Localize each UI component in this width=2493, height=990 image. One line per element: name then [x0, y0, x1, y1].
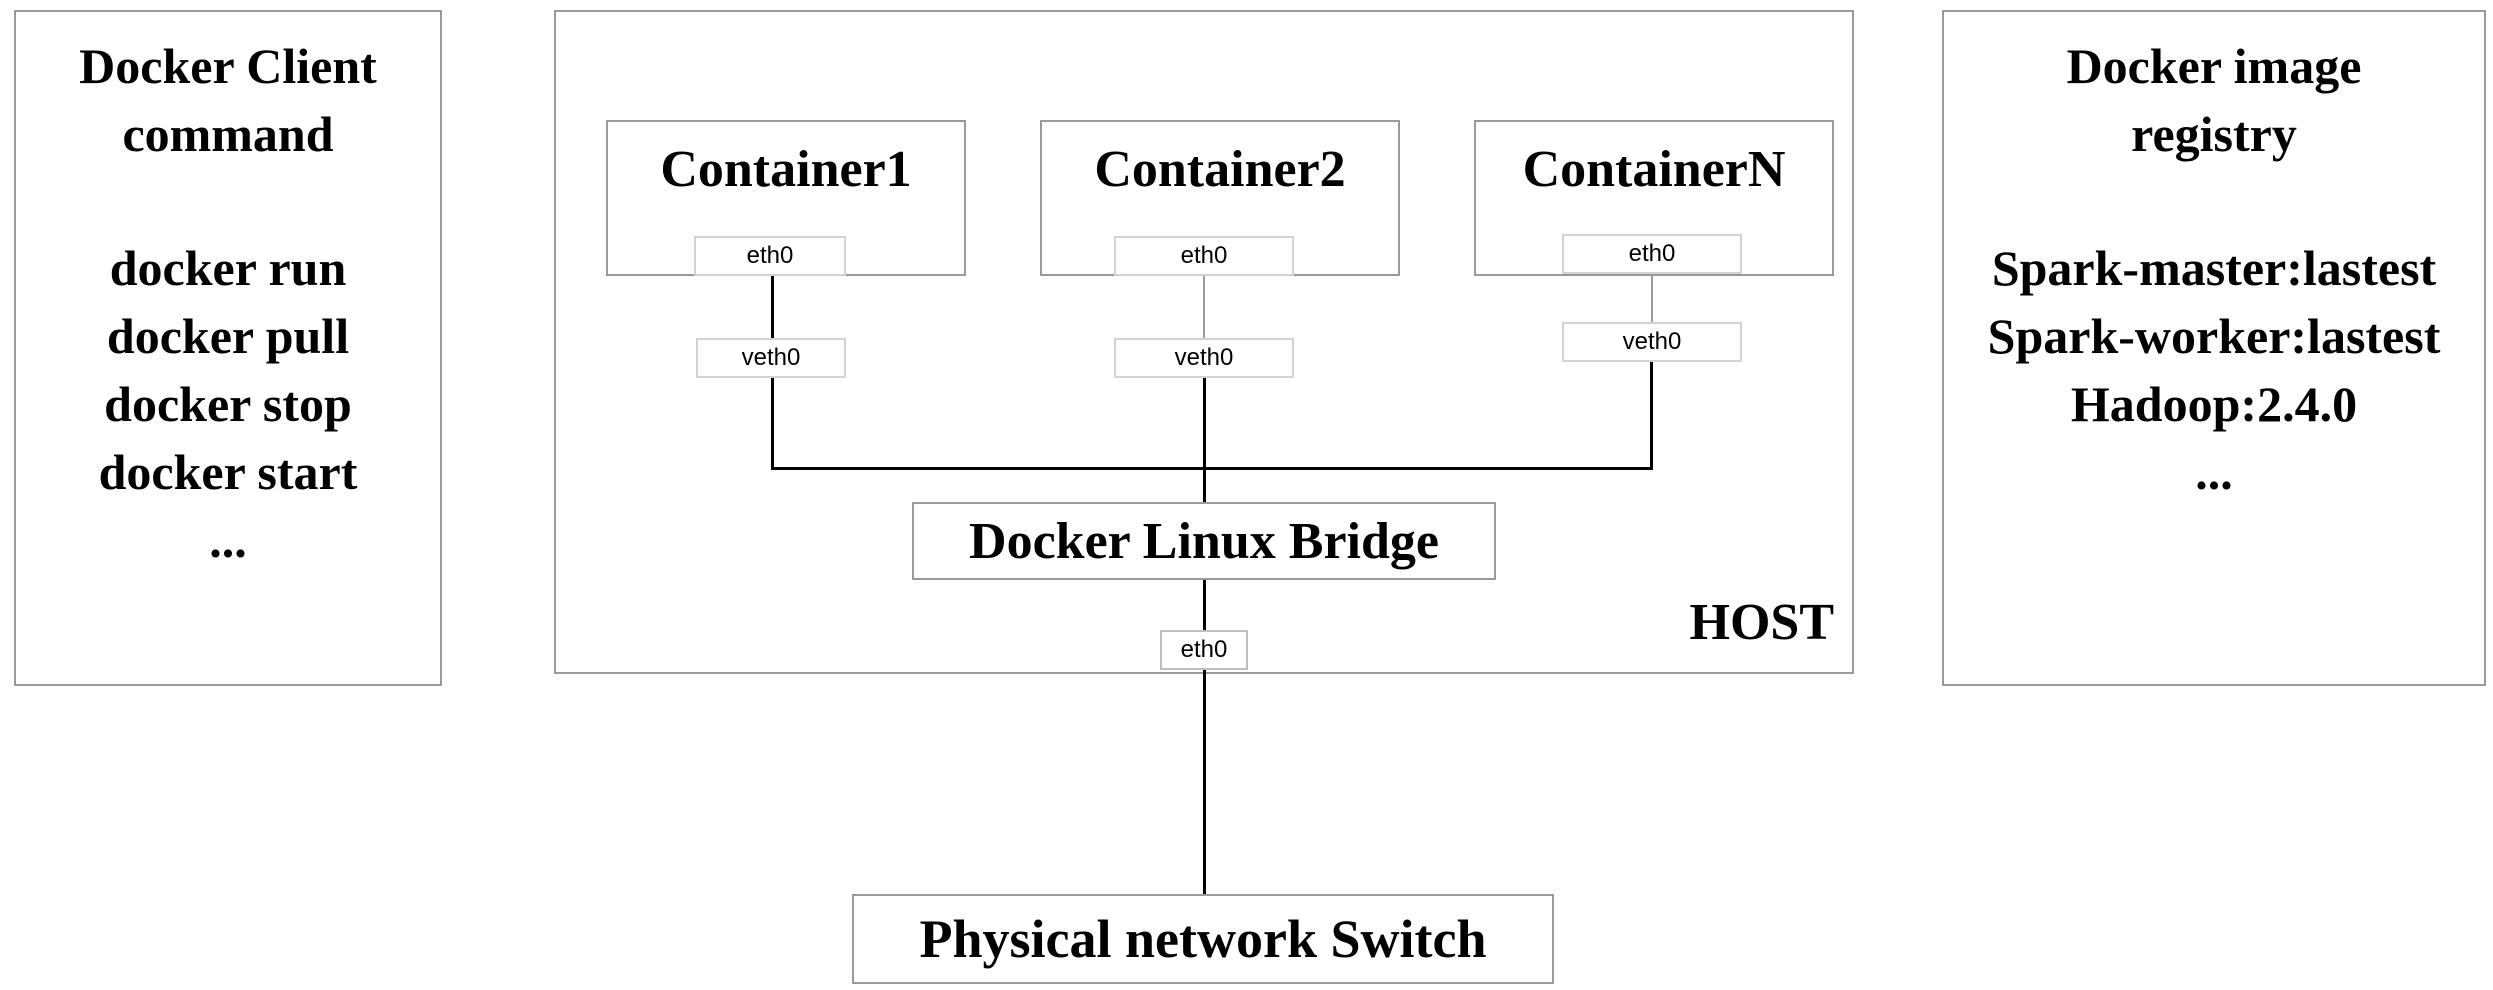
physical-network-switch: Physical network Switch: [852, 894, 1554, 984]
docker-client-title-line1: Docker Client: [79, 38, 377, 94]
container-name: ContainerN: [1522, 141, 1786, 198]
docker-client-title-line2: command: [122, 106, 334, 162]
host-label: HOST: [1689, 594, 1835, 651]
host-eth0-interface: eth0: [1160, 630, 1248, 670]
bridge-label: Docker Linux Bridge: [969, 512, 1439, 570]
container2-link-upper: [1203, 276, 1205, 344]
image-item: Hadoop:2.4.0: [2070, 376, 2358, 432]
container-eth0-interface: eth0: [1114, 236, 1294, 276]
command-item: ...: [209, 512, 247, 568]
command-item: docker run: [109, 240, 347, 296]
container2-link-lower: [1203, 378, 1206, 502]
docker-linux-bridge: Docker Linux Bridge: [912, 502, 1496, 580]
veth0-interface: veth0: [1114, 338, 1294, 378]
image-item: Spark-worker:lastest: [1987, 308, 2441, 364]
command-item: docker stop: [104, 376, 352, 432]
image-item: Spark-master:lastest: [1991, 240, 2437, 296]
veth0-interface: veth0: [696, 338, 846, 378]
bridge-to-host-eth: [1203, 578, 1206, 630]
registry-title-line2: registry: [2131, 106, 2297, 162]
docker-image-registry-panel: Docker image registry Spark-master:laste…: [1942, 10, 2486, 686]
registry-title: Docker image registry: [1944, 32, 2484, 168]
container-name: Container2: [1094, 141, 1346, 198]
container-box: Container1: [606, 120, 966, 276]
veth0-interface: veth0: [1562, 322, 1742, 362]
registry-title-line1: Docker image: [2066, 38, 2362, 94]
host-to-switch-link: [1203, 670, 1206, 896]
containern-link-upper: [1651, 274, 1653, 322]
switch-label: Physical network Switch: [919, 909, 1487, 969]
command-item: docker pull: [106, 308, 350, 364]
container-name: Container1: [660, 141, 912, 198]
containern-link-lower: [1650, 362, 1653, 469]
container-eth0-interface: eth0: [694, 236, 846, 276]
docker-command-list: docker run docker pull docker stop docke…: [16, 234, 440, 574]
registry-image-list: Spark-master:lastest Spark-worker:lastes…: [1944, 234, 2484, 506]
command-item: docker start: [98, 444, 358, 500]
container-eth0-interface: eth0: [1562, 234, 1742, 274]
bridge-bus: [771, 467, 1653, 470]
image-item: ...: [2195, 444, 2233, 500]
docker-client-panel: Docker Client command docker run docker …: [14, 10, 442, 686]
docker-client-title: Docker Client command: [16, 32, 440, 168]
